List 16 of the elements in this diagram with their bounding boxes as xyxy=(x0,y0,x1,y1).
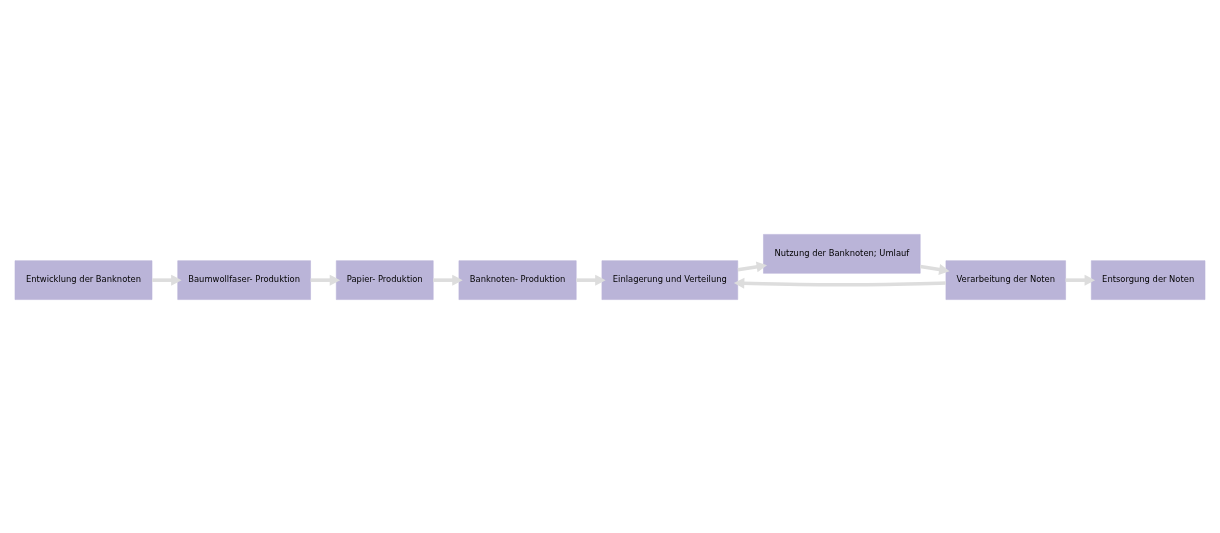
arrow xyxy=(737,260,768,272)
node-box: Baumwollfaser- Produktion xyxy=(177,259,311,300)
node-box: Banknoten- Produktion xyxy=(458,259,577,300)
node-box: Entsorgung der Noten xyxy=(1091,259,1206,300)
node-box: Einlagerung und Verteilung xyxy=(601,259,739,300)
arrow xyxy=(1065,274,1096,286)
arrow xyxy=(433,274,463,286)
arrow xyxy=(152,274,182,286)
node-box: Papier- Produktion xyxy=(335,259,434,300)
arrow xyxy=(310,274,341,286)
arrow xyxy=(576,274,606,286)
node-box: Entwicklung der Banknoten xyxy=(14,259,153,300)
arrow xyxy=(919,263,950,275)
arrow xyxy=(733,277,946,289)
node-box: Nutzung der Banknoten; Umlauf xyxy=(763,233,921,274)
node-box: Verarbeitung der Noten xyxy=(945,259,1066,300)
